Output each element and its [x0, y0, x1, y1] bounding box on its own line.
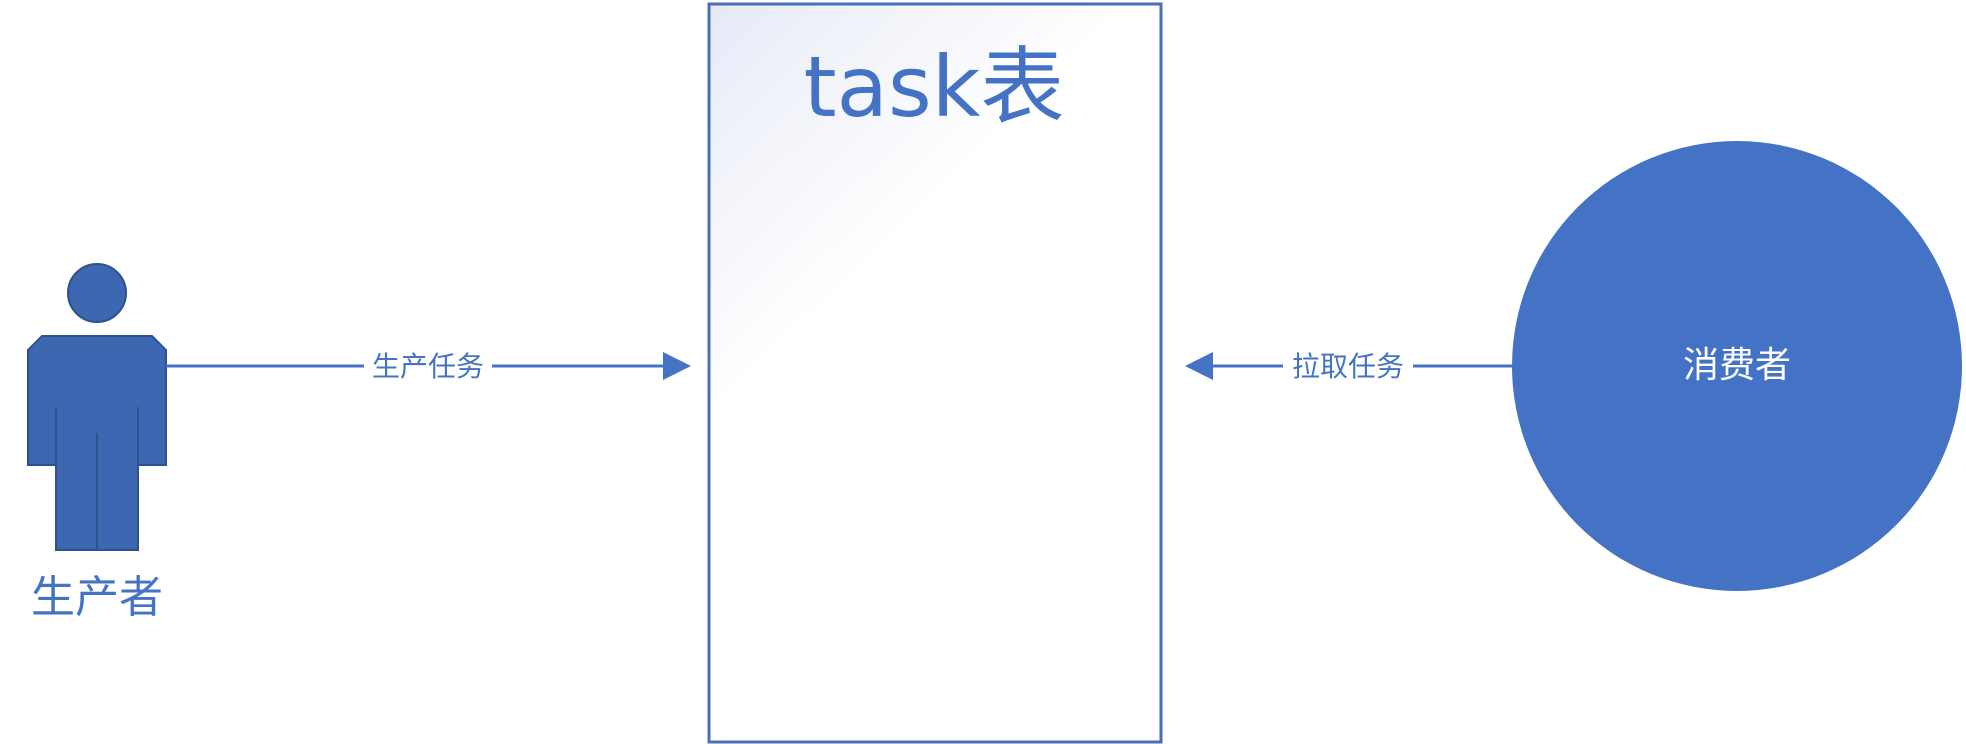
table-title: task表 [804, 38, 1065, 136]
produce-arrowhead [663, 352, 691, 380]
consumer-node: 消费者 [1512, 141, 1962, 591]
producer-actor: 生产者 [27, 263, 167, 623]
producer-label: 生产者 [31, 572, 163, 623]
task-table: task表 [707, 2, 1163, 744]
pull-arrowhead [1185, 352, 1213, 380]
produce-arrow: 生产任务 [166, 350, 691, 383]
pull-label: 拉取任务 [1292, 350, 1404, 383]
pull-arrow: 拉取任务 [1185, 350, 1513, 383]
produce-label: 生产任务 [372, 350, 484, 383]
person-icon [27, 263, 167, 551]
consumer-label: 消费者 [1683, 345, 1791, 386]
